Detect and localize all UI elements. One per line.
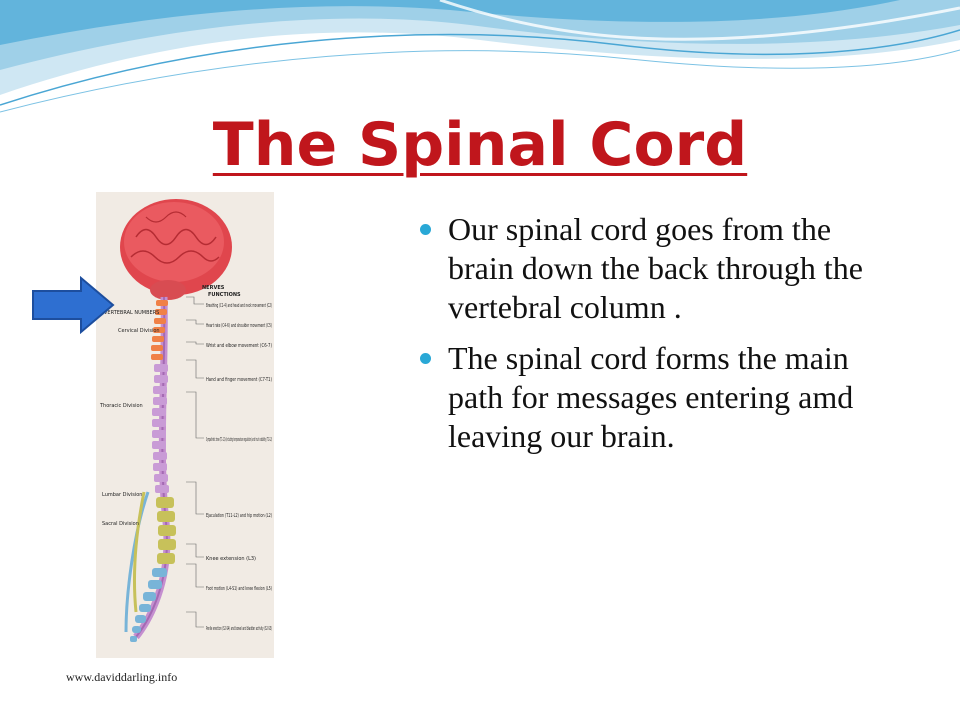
header-wave-decoration	[0, 0, 960, 120]
brain-illustration	[120, 199, 232, 300]
bullet-item: The spinal cord forms the main path for …	[420, 339, 890, 456]
slide-title-text: The Spinal Cord	[212, 110, 748, 180]
function-label: Sympathetic tone (T1-12) (including temp…	[206, 437, 272, 443]
bullet-text: Our spinal cord goes from the brain down…	[448, 211, 863, 325]
function-label: Breathing (C1-4) and head and neck movem…	[206, 303, 272, 309]
division-cervical: Cervical Division	[118, 328, 160, 334]
bullet-dot-icon	[420, 224, 431, 235]
nerves-header: NERVES	[202, 285, 225, 291]
division-sacral: Sacral Division	[102, 521, 139, 527]
bullet-text: The spinal cord forms the main path for …	[448, 340, 854, 454]
function-label: Foot motion (L4-S1) and knee flexion (L5…	[206, 586, 272, 592]
functions-header: FUNCTIONS	[208, 292, 241, 298]
function-label: Penile erection (S2-S4) and bowel and bl…	[206, 626, 272, 632]
bullet-dot-icon	[420, 353, 431, 364]
bullet-item: Our spinal cord goes from the brain down…	[420, 210, 890, 327]
function-label: Hand and finger movement (C7-T1)	[206, 377, 272, 383]
slide-title: The Spinal Cord	[0, 110, 960, 180]
spinal-cord-diagram: NERVES FUNCTIONS VERTEBRAL NUMBERS Cervi…	[96, 192, 274, 658]
division-thoracic: Thoracic Division	[99, 403, 143, 409]
pointer-arrow-icon	[32, 276, 115, 334]
function-label: Knee extension (L3)	[206, 556, 256, 562]
bullet-list: Our spinal cord goes from the brain down…	[420, 210, 890, 468]
image-credit: www.daviddarling.info	[66, 670, 178, 684]
vertebral-numbers-label: VERTEBRAL NUMBERS	[104, 310, 159, 316]
vertebral-column	[124, 296, 176, 642]
function-label: Ejaculation (T11-L2) and hip motion (L2)	[206, 513, 272, 519]
division-lumbar: Lumbar Division	[102, 492, 142, 498]
function-label: Wrist and elbow movement (C6-7)	[206, 343, 272, 349]
nerve-brackets	[186, 296, 204, 628]
function-label: Heart rate (C4-6) and shoulder movement …	[206, 323, 272, 329]
